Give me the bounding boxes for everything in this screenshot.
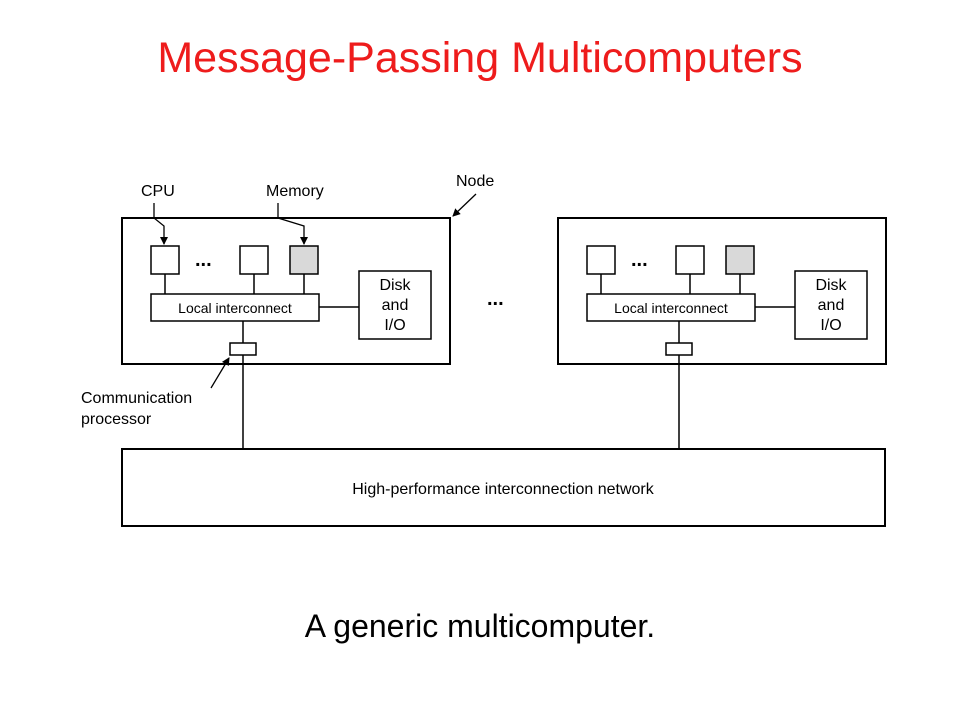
comm-processor-label-line1: Communication (81, 390, 192, 407)
node-2-local-interconnect-box (586, 293, 756, 322)
node-2-disk-line1: Disk (815, 277, 847, 294)
network-label: High-performance interconnection network (352, 481, 654, 498)
node-arrow (452, 193, 477, 217)
node-label: Node (456, 173, 494, 190)
cpu-label: CPU (141, 183, 175, 200)
between-nodes-ellipsis: ... (487, 288, 504, 310)
node-1-memory (289, 245, 319, 275)
memory-arrow (277, 203, 308, 245)
cpu-arrow (153, 203, 168, 245)
node-1-comm-processor (229, 342, 257, 356)
node-2-disk-line2: and (818, 297, 845, 314)
node-1-cpu-2 (239, 245, 269, 275)
network-box (121, 448, 886, 527)
comm-processor-arrow (210, 357, 230, 389)
slide-title: Message-Passing Multicomputers (157, 34, 803, 82)
node-1-local-interconnect-label: Local interconnect (178, 300, 292, 316)
node-2-cpu-ellipsis: ... (631, 249, 648, 271)
node-2-disk-line3: I/O (820, 317, 841, 334)
node-1-disk-line2: and (382, 297, 409, 314)
node-2-memory (725, 245, 755, 275)
node-1-disk-line1: Disk (379, 277, 411, 294)
comm-processor-label-line2: processor (81, 411, 152, 428)
node-2-disk-box (794, 270, 868, 340)
node-2-cpu-2 (675, 245, 705, 275)
node-1-cpu-1 (150, 245, 180, 275)
node-2: ... Local interconnect Disk and I/O (557, 217, 887, 449)
node-2-comm-processor (665, 342, 693, 356)
node-1-local-interconnect-box (150, 293, 320, 322)
node-1: ... Local interconnect Disk and I/O (121, 217, 451, 449)
node-2-local-interconnect-label: Local interconnect (614, 300, 728, 316)
figure-caption: A generic multicomputer. (304, 608, 656, 644)
node-1-cpu-ellipsis: ... (195, 249, 212, 271)
node-1-disk-box (358, 270, 432, 340)
memory-label: Memory (266, 183, 324, 200)
node-1-disk-line3: I/O (384, 317, 405, 334)
node-2-cpu-1 (586, 245, 616, 275)
